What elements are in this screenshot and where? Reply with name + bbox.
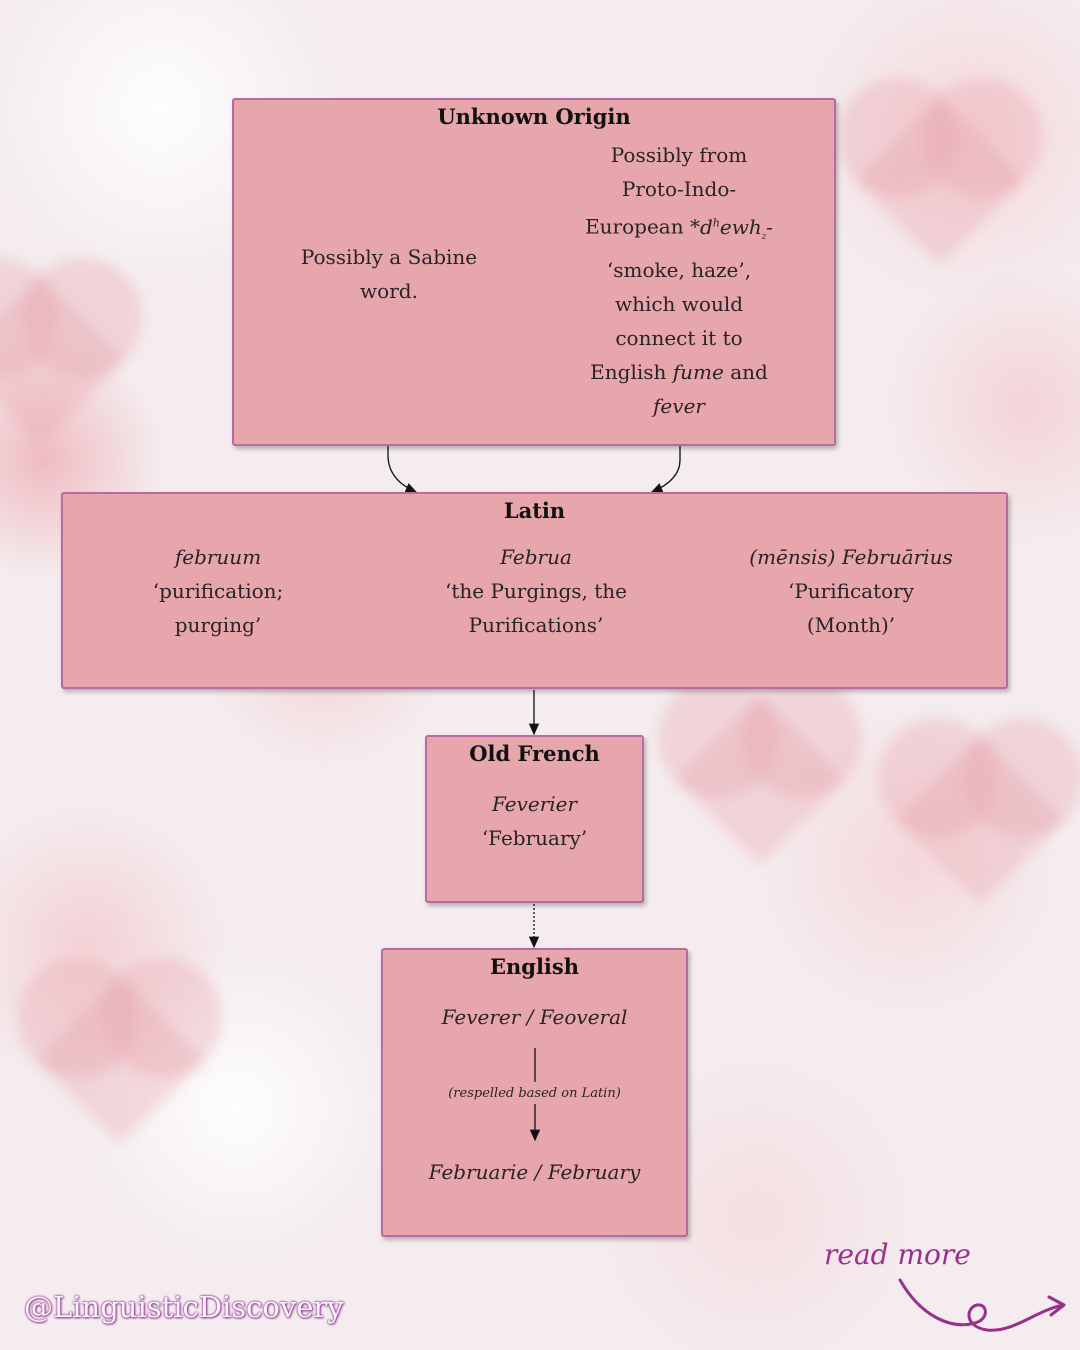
old-french-feverier: Feverier ‘February’ [481, 792, 588, 850]
old-french-title: Old French [469, 741, 600, 766]
arrow-sabine-to-latin [387, 320, 418, 493]
latin-title: Latin [503, 498, 566, 523]
read-more-link[interactable]: read more [824, 1238, 971, 1271]
pie-root: dhewh₂- [699, 214, 773, 242]
pie-text: Possibly from Proto-Indo- European *dhew… [585, 143, 773, 418]
latin-februarius: (mēnsis) Februārius ‘Purificatory (Month… [749, 545, 953, 637]
latin-februum: februum ‘purification; purging’ [152, 545, 284, 637]
unknown-origin-box: Unknown Origin Possibly a Sabine word. P… [232, 98, 836, 446]
read-more-arrow-icon[interactable] [895, 1275, 1075, 1340]
english-respelled-note: (respelled based on Latin) [448, 1086, 621, 1101]
sabine-text: Possibly a Sabine word. [300, 245, 478, 303]
english-early-forms: Feverer / Feoveral [441, 1005, 628, 1029]
latin-box: Latin februum ‘purification; purging’ Fe… [61, 492, 1008, 689]
english-modern-forms: Februarie / February [428, 1160, 641, 1184]
unknown-origin-title: Unknown Origin [437, 104, 631, 129]
english-arrow [529, 1048, 541, 1142]
arrow-pie-to-latin [650, 422, 681, 493]
old-french-box: Old French Feverier ‘February’ [425, 735, 644, 903]
account-handle: @LinguisticDiscovery [24, 1290, 344, 1324]
english-title: English [489, 954, 579, 979]
latin-februa: Februa ‘the Purgings, the Purifications’ [445, 545, 627, 637]
english-box: English Feverer / Feoveral (respelled ba… [381, 948, 688, 1237]
